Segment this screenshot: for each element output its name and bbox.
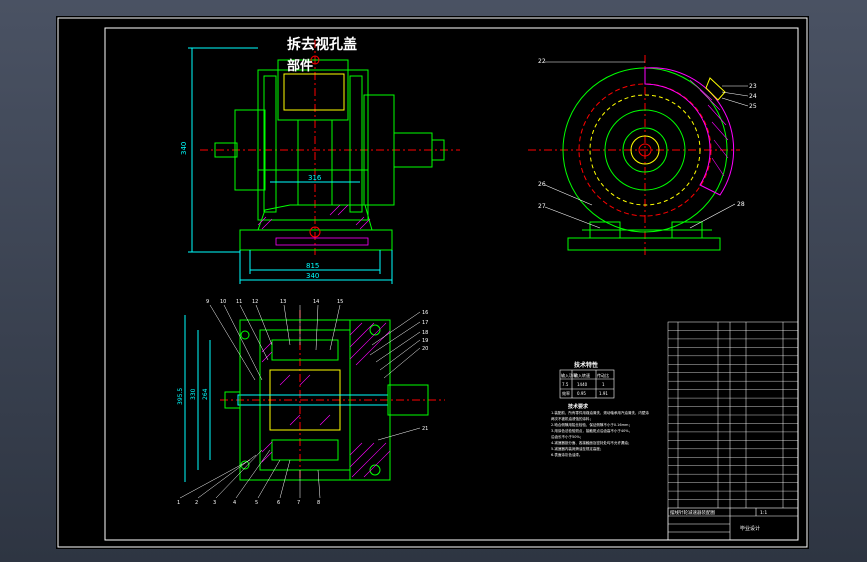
balloon-16: 16	[422, 310, 428, 316]
balloon-4: 4	[233, 500, 236, 506]
balloon-11: 11	[236, 299, 242, 305]
spec-h3: 传动比	[597, 372, 609, 378]
balloon-8: 8	[317, 500, 320, 506]
view-annotation: 拆去视孔盖	[287, 36, 357, 53]
section-view	[179, 304, 445, 499]
spec-r2c2: 0.95	[577, 391, 586, 396]
material-note: 毕业设计	[740, 525, 760, 532]
balloon-10: 10	[220, 299, 226, 305]
balloon-28: 28	[737, 201, 745, 208]
tech-req-line: 6.表面涂灰色油漆。	[551, 452, 582, 457]
dim-264: 264	[202, 388, 209, 400]
dim-395: 395.5	[177, 388, 184, 405]
spec-r2c1: 效率	[562, 390, 570, 396]
dim-330: 330	[190, 388, 197, 400]
side-view	[528, 55, 749, 255]
balloon-20: 20	[422, 346, 428, 352]
balloon-3: 3	[213, 500, 216, 506]
tech-req-title: 技术要求	[568, 403, 589, 410]
balloon-17: 17	[422, 320, 428, 326]
view-annotation-2: 部件	[287, 58, 313, 74]
tech-req-line: 1.装配前，所有零件用煤油清洗，滚动轴承用汽油清洗，内壁涂	[551, 410, 649, 415]
tech-req-line: 沿齿长不小于50%；	[551, 434, 583, 439]
outer-frame	[57, 17, 808, 548]
tech-req-line: 3.用涂色法检验斑点，接触斑点沿齿高不小于40%，	[551, 428, 632, 433]
tech-req-line: 5.减速器内装润滑油至规定高度；	[551, 446, 603, 451]
balloon-24: 24	[749, 93, 757, 100]
spec-r1c3: 1	[602, 382, 605, 387]
inner-frame	[104, 27, 799, 541]
balloon-12: 12	[252, 299, 258, 305]
drawing-sheet	[56, 16, 809, 549]
front-view	[188, 40, 460, 284]
spec-h1: 输入功率	[561, 372, 577, 378]
balloon-1: 1	[177, 500, 180, 506]
balloon-2: 2	[195, 500, 198, 506]
scale: 1:1	[760, 510, 767, 516]
dim-width-inner: 316	[308, 174, 322, 182]
drawing-name: 摆线针轮减速器装配图	[670, 509, 715, 516]
dim-height: 340	[180, 142, 188, 155]
spec-r2c3: 1.91	[599, 391, 608, 396]
spec-r1c2: 1440	[577, 382, 588, 387]
tech-req-line: 2.啮合侧隙用铅丝检验，保证侧隙不小于0.16mm；	[551, 422, 632, 427]
tech-req-line: 4.减速器剖分面、各接触面及密封处均不允许漏油；	[551, 440, 631, 445]
spec-h2: 输入转速	[574, 372, 590, 378]
spec-table	[559, 369, 615, 399]
spec-r1c1: 7.5	[562, 382, 569, 387]
spec-table-title: 技术特性	[574, 361, 598, 369]
balloon-13: 13	[280, 299, 286, 305]
balloon-21: 21	[422, 426, 428, 432]
balloon-22: 22	[538, 58, 546, 65]
parts-list-rows	[668, 330, 798, 500]
balloon-5: 5	[255, 500, 258, 506]
dim-width-base-1: 815	[306, 262, 319, 270]
balloon-15: 15	[337, 299, 343, 305]
balloon-25: 25	[749, 103, 757, 110]
balloon-14: 14	[313, 299, 319, 305]
dim-width-base-2: 340	[306, 272, 319, 280]
balloon-27: 27	[538, 203, 546, 210]
balloon-18: 18	[422, 330, 428, 336]
balloon-9: 9	[206, 299, 209, 305]
tech-req-lines: 1.装配前，所有零件用煤油清洗，滚动轴承用汽油清洗，内壁涂 两次不被机油浸蚀的涂…	[551, 410, 649, 457]
balloon-19: 19	[422, 338, 428, 344]
balloon-23: 23	[749, 83, 757, 90]
title-block	[667, 507, 799, 541]
balloon-6: 6	[277, 500, 280, 506]
balloon-26: 26	[538, 181, 546, 188]
balloon-7: 7	[297, 500, 300, 506]
tech-req-line: 两次不被机油浸蚀的涂料；	[551, 416, 593, 421]
